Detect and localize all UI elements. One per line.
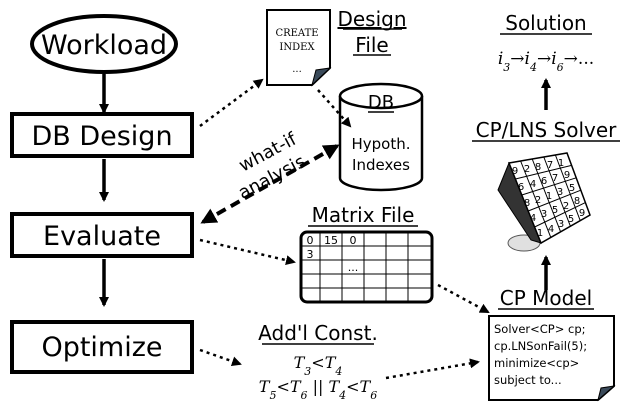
solver-title: CP/LNS Solver xyxy=(476,118,618,142)
svg-text:8: 8 xyxy=(574,196,580,207)
arrow-design-to-file xyxy=(199,78,264,128)
svg-text:5: 5 xyxy=(569,183,575,194)
db-design-node: DB Design xyxy=(10,112,194,158)
db-cylinder: DB Hypoth. Indexes xyxy=(338,82,424,192)
matrix-cell-0-0: 0 xyxy=(307,234,314,247)
svg-text:7: 7 xyxy=(552,173,558,184)
addl-title: Add'l Const. xyxy=(258,321,378,345)
design-file-title: Design xyxy=(337,7,406,31)
addl-constraint-2: T5<T6 || T4<T6 xyxy=(259,377,377,402)
design-file-line3: ... xyxy=(292,64,302,75)
cube-numbers: 9 2 8 7 1 6 4 6 7 9 8 2 1 3 5 4 3 5 2 8 … xyxy=(512,158,585,239)
svg-text:4: 4 xyxy=(530,179,536,190)
optimize-label: Optimize xyxy=(41,332,162,363)
svg-text:6: 6 xyxy=(541,176,547,187)
svg-text:9: 9 xyxy=(579,208,585,219)
matrix-cell-0-1: 15 xyxy=(324,234,338,247)
matrix-cell-1-0: 3 xyxy=(307,248,314,261)
solution-sequence: i3→i4→i6→... xyxy=(498,49,594,74)
design-file: CREATE INDEX ... xyxy=(266,9,332,87)
cp-model-line-2: cp.LNSonFail(5); xyxy=(494,339,587,353)
db-line2: Indexes xyxy=(352,156,410,174)
svg-text:2: 2 xyxy=(535,195,541,206)
evaluate-label: Evaluate xyxy=(43,221,161,252)
solution-title: Solution xyxy=(505,11,586,35)
addl-constraint-1: T3<T4 xyxy=(294,353,343,378)
db-title: DB xyxy=(368,92,394,113)
arrow-constraints-to-model xyxy=(385,358,480,380)
svg-text:4: 4 xyxy=(548,224,554,235)
arrow-evaluate-to-matrix xyxy=(199,238,296,266)
svg-text:5: 5 xyxy=(552,205,558,216)
svg-text:1: 1 xyxy=(558,158,564,169)
arrow-whatif-analysis xyxy=(200,144,340,224)
svg-text:1: 1 xyxy=(537,228,543,239)
svg-text:6: 6 xyxy=(518,182,524,193)
cp-model-doc: Solver<CP> cp; cp.LNSonFail(5); minimize… xyxy=(488,315,616,402)
design-file-title2: File xyxy=(355,33,388,57)
matrix-grid: 0 15 0 3 ... xyxy=(299,230,434,304)
svg-text:3: 3 xyxy=(557,187,563,198)
cp-model-line-3: minimize<cp> xyxy=(494,356,579,370)
svg-text:3: 3 xyxy=(541,209,547,220)
arrow-file-to-db xyxy=(317,89,352,128)
svg-text:3: 3 xyxy=(558,219,564,230)
svg-text:8: 8 xyxy=(524,198,530,209)
db-line1: Hypoth. xyxy=(351,135,410,153)
whatif-label-group: what-if analysis xyxy=(235,128,309,203)
cp-model-line-1: Solver<CP> cp; xyxy=(494,322,586,336)
svg-text:1: 1 xyxy=(546,191,552,202)
svg-text:4: 4 xyxy=(530,213,536,224)
optimize-node: Optimize xyxy=(10,320,194,374)
svg-text:2: 2 xyxy=(524,164,530,175)
rubiks-cube: 9 2 8 7 1 6 4 6 7 9 8 2 1 3 5 4 3 5 2 8 … xyxy=(497,152,591,252)
matrix-cell-0-2: 0 xyxy=(350,234,357,247)
svg-text:5: 5 xyxy=(568,214,574,225)
svg-text:9: 9 xyxy=(512,166,518,177)
workload-label: Workload xyxy=(41,30,167,61)
design-file-line2: INDEX xyxy=(279,42,315,53)
matrix-cell-2-2: ... xyxy=(348,261,359,274)
evaluate-node: Evaluate xyxy=(10,212,194,258)
cp-model-line-4: subject to... xyxy=(494,373,562,387)
svg-text:8: 8 xyxy=(535,162,541,173)
arrow-optimize-to-constraints xyxy=(199,348,242,367)
design-file-line1: CREATE xyxy=(275,28,318,39)
svg-text:7: 7 xyxy=(547,160,553,171)
arrow-matrix-to-model xyxy=(437,283,490,314)
matrix-title: Matrix File xyxy=(312,203,415,227)
db-design-label: DB Design xyxy=(31,121,172,152)
svg-text:9: 9 xyxy=(564,170,570,181)
workload-node: Workload xyxy=(30,14,178,74)
svg-text:2: 2 xyxy=(563,201,569,212)
